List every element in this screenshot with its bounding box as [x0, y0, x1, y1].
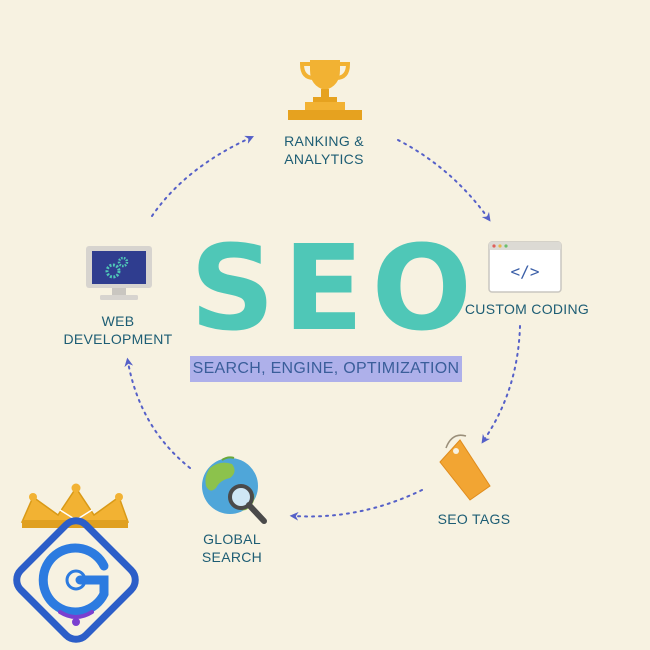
svg-text:</>: </>	[511, 262, 540, 281]
arrow-coding-to-tags	[481, 325, 521, 444]
seo-title: SEO	[190, 219, 480, 357]
ranking-analytics-label: RANKING & ANALYTICS	[284, 133, 364, 167]
seo-subtitle: SEARCH, ENGINE, OPTIMIZATION	[190, 356, 462, 382]
seo-tags-label: SEO TAGS	[437, 511, 511, 527]
arrow-tags-to-search	[289, 489, 423, 521]
arrow-ranking-to-coding	[397, 139, 491, 222]
arrow-web-to-ranking	[151, 135, 254, 217]
arrow-search-to-web	[124, 357, 191, 469]
custom-coding-label: CUSTOM CODING	[464, 301, 590, 317]
web-development-label: WEB DEVELOPMENT	[63, 313, 173, 347]
global-search-label: GLOBAL SEARCH	[201, 531, 263, 565]
